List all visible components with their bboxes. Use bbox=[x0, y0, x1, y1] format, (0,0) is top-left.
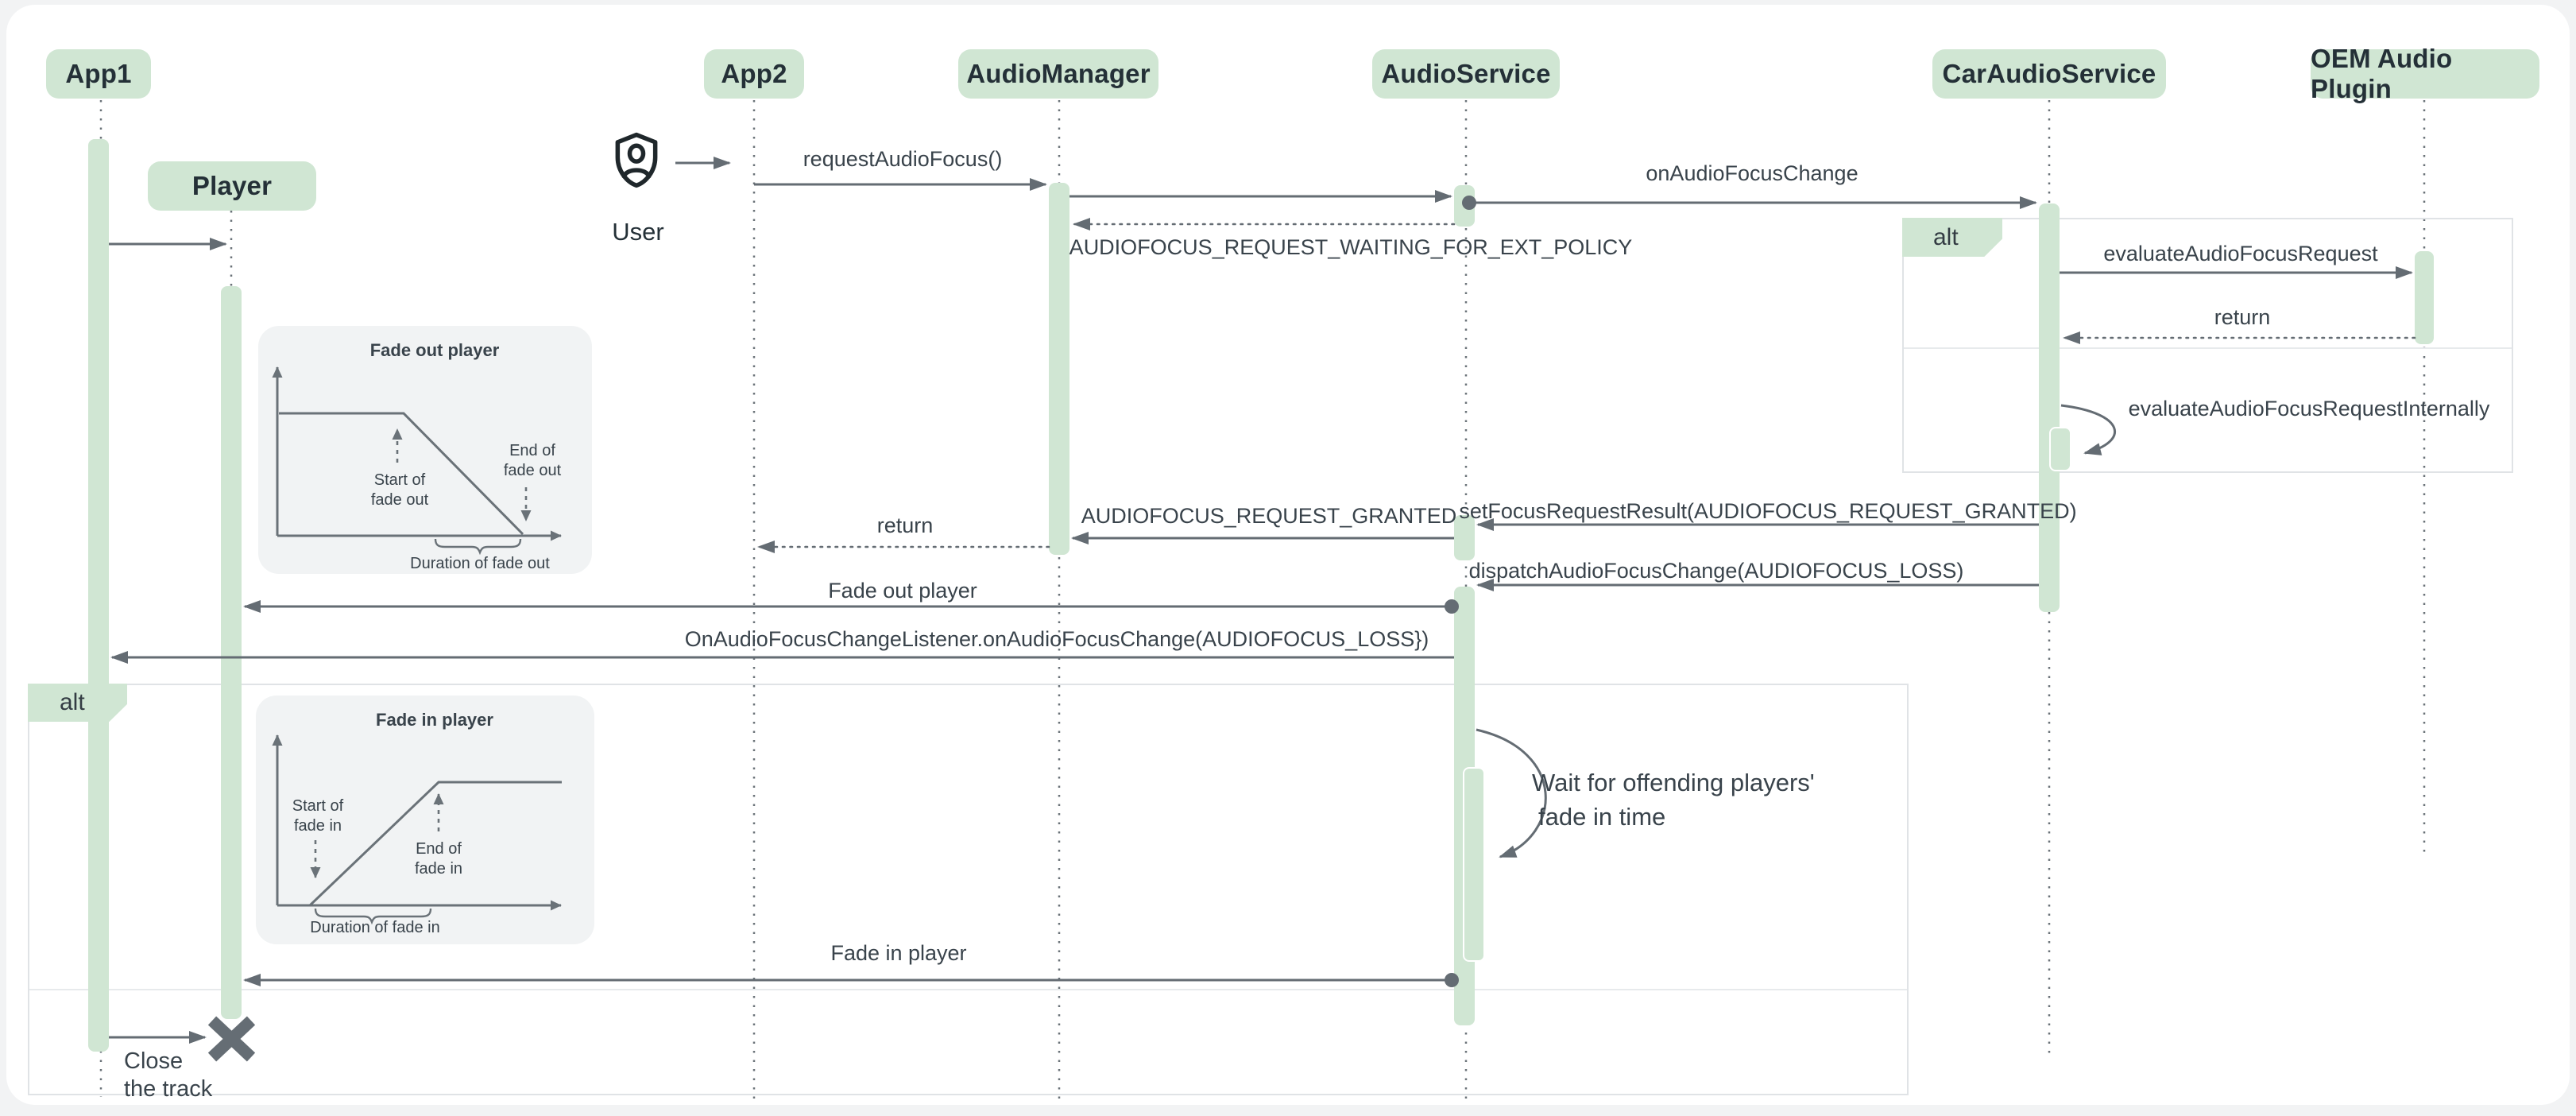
message-on-audio-focus-change: onAudioFocusChange bbox=[1646, 161, 1859, 185]
participant-label: OEM Audio Plugin bbox=[2311, 44, 2453, 103]
note-duration-of-fade-out: Duration of fade out bbox=[410, 555, 550, 572]
message-evaluate-internally: evaluateAudioFocusRequestInternally bbox=[2128, 397, 2490, 420]
message-evaluate-audio-focus-request: evaluateAudioFocusRequest bbox=[2103, 242, 2378, 265]
alt-tag: alt bbox=[28, 684, 127, 722]
note-start-of-fade-out: Start of fade out bbox=[370, 471, 429, 509]
message-request-audio-focus: requestAudioFocus() bbox=[803, 147, 1003, 171]
participant-label: AudioService bbox=[1381, 59, 1551, 88]
message-start-dot bbox=[1445, 973, 1459, 987]
participant-label: AudioManager bbox=[966, 59, 1151, 88]
close-track-note: Close the track bbox=[124, 1048, 212, 1103]
activation-audioservice-2 bbox=[1454, 515, 1475, 560]
participant-label: App1 bbox=[65, 59, 132, 88]
message-start-dot bbox=[1445, 599, 1459, 614]
message-start-dot bbox=[1462, 196, 1476, 210]
alt-label: alt bbox=[1933, 223, 1959, 250]
participant-label: App2 bbox=[721, 59, 787, 88]
activation-app1 bbox=[88, 139, 109, 1052]
activation-caraudioservice-nested bbox=[2049, 427, 2071, 471]
activation-audiomanager bbox=[1049, 183, 1069, 555]
fade-out-chart bbox=[272, 366, 562, 556]
alt-label: alt bbox=[60, 689, 85, 715]
arrow-evaluate-internally-loop bbox=[2060, 404, 2117, 455]
note-end-of-fade-out: End of fade out bbox=[503, 442, 562, 479]
wait-note-line2: fade in time bbox=[1538, 803, 1666, 831]
alt-divider bbox=[1904, 347, 2512, 349]
close-track-line1: Close bbox=[124, 1048, 184, 1074]
activation-player bbox=[221, 286, 242, 1019]
wait-note: Wait for offending players' fade in time bbox=[1532, 765, 1815, 834]
note-start-of-fade-in: Start of fade in bbox=[292, 797, 344, 835]
participant-app2: App2 bbox=[704, 49, 804, 99]
note-title: Fade out player bbox=[369, 340, 500, 360]
message-listener-callback: OnAudioFocusChangeListener.onAudioFocusC… bbox=[684, 627, 1429, 651]
message-waiting-ext-policy: AUDIOFOCUS_REQUEST_WAITING_FOR_EXT_POLIC… bbox=[1069, 235, 1633, 259]
note-fade-out-player bbox=[258, 326, 592, 574]
alt-tag: alt bbox=[1902, 218, 2002, 257]
fade-in-chart bbox=[272, 734, 562, 925]
object-player: Player bbox=[148, 161, 316, 211]
message-return: return bbox=[2214, 305, 2271, 329]
participant-audioservice: AudioService bbox=[1372, 49, 1560, 99]
message-granted: AUDIOFOCUS_REQUEST_GRANTED bbox=[1081, 504, 1457, 528]
close-track-line2: the track bbox=[124, 1076, 213, 1102]
participant-oem-audio-plugin: OEM Audio Plugin bbox=[2311, 44, 2539, 103]
activation-audioservice-nested bbox=[1463, 767, 1485, 962]
note-duration-of-fade-in: Duration of fade in bbox=[310, 919, 440, 936]
participant-label: Player bbox=[191, 171, 273, 200]
message-return-left: return bbox=[876, 513, 934, 537]
alt-frame-fade: alt bbox=[28, 684, 1909, 1095]
message-fade-out-player: Fade out player bbox=[828, 579, 977, 603]
participant-app1: App1 bbox=[46, 49, 151, 99]
alt-divider bbox=[29, 989, 1907, 990]
message-fade-in-player: Fade in player bbox=[830, 941, 967, 965]
message-set-focus-request-result: setFocusRequestResult(AUDIOFOCUS_REQUEST… bbox=[1459, 499, 2077, 523]
alt-frame-policy: alt bbox=[1902, 218, 2513, 473]
message-dispatch: dispatchAudioFocusChange(AUDIOFOCUS_LOSS… bbox=[1468, 559, 1964, 583]
participant-audiomanager: AudioManager bbox=[958, 49, 1158, 99]
note-end-of-fade-in: End of fade in bbox=[414, 840, 463, 878]
user-label: User bbox=[612, 218, 664, 246]
participant-caraudioservice: CarAudioService bbox=[1932, 49, 2166, 99]
user-icon bbox=[615, 132, 658, 188]
participant-label: CarAudioService bbox=[1942, 59, 2156, 88]
arrow-wait-loop bbox=[1476, 728, 1547, 858]
note-title: Fade in player bbox=[376, 710, 493, 730]
activation-caraudioservice bbox=[2039, 203, 2060, 612]
wait-note-line1: Wait for offending players' bbox=[1532, 769, 1815, 796]
destroy-icon bbox=[207, 1016, 256, 1062]
activation-oem bbox=[2415, 251, 2434, 344]
